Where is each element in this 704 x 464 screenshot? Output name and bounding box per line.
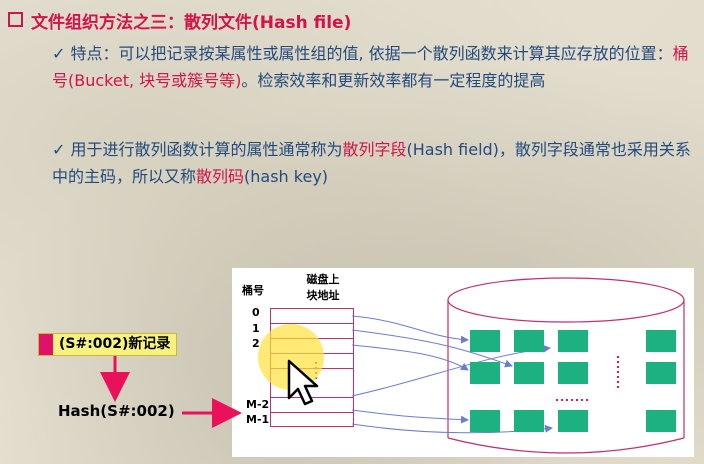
connector-line [351,329,513,368]
bullet-features: ✓ 特点：可以把记录按某属性或属性组的值, 依据一个散列函数来计算其应存放的位置… [52,40,692,94]
checkbox-square-icon [8,12,23,27]
table-row [271,397,353,398]
cylinder-bottom [447,437,685,454]
disk-address-line1: 磁盘上 [306,273,340,286]
bullet-highlight: 散列字段 [342,140,407,159]
check-icon: ✓ [52,140,66,159]
bucket-index: 1 [252,322,260,335]
bucket-index: M-2 [246,398,270,411]
bullet-text: 特点：可以把记录按某属性或属性组的值, 依据一个散列函数来计算其应存放的位置： [65,44,673,63]
disk-block [646,330,676,352]
disk-block [514,410,544,432]
disk-block [514,362,544,384]
bucket-index: M-1 [246,413,270,426]
disk-address-label: 磁盘上 块地址 [288,272,358,304]
disk-block [558,410,588,432]
new-record-box: (S#:002)新记录 [38,333,178,356]
disk-block [646,410,676,432]
bullet-text: 用于进行散列函数计算的属性通常称为 [65,140,343,159]
check-icon: ✓ [52,44,66,63]
bullet-hash-field: ✓ 用于进行散列函数计算的属性通常称为散列字段(Hash field)，散列字段… [52,136,692,190]
disk-address-line2: 块地址 [306,289,340,302]
connector-line [351,315,469,344]
bullet-text: (hash key) [244,167,329,186]
record-label: (S#:002)新记录 [59,336,171,352]
disk-cylinder-graphic [315,277,685,454]
cylinder-top [447,277,685,323]
bullet-highlight: 桶号(Bucket, 块号或簇号等) [52,44,689,90]
record-marker [39,334,53,355]
disk-block [558,362,588,384]
disk-block [470,330,500,352]
slide-heading: 文件组织方法之三：散列文件(Hash file) [8,8,351,33]
hash-function-label: Hash(S#:002) [58,402,175,420]
bucket-index: 0 [252,306,260,319]
bucket-number-label: 桶号 [242,284,264,297]
disk-block [470,410,500,432]
disk-block [514,330,544,352]
table-row [271,323,353,324]
heading-text: 文件组织方法之三：散列文件(Hash file) [31,13,352,33]
disk-block [646,362,676,384]
bucket-index: 2 [252,337,260,350]
connector-line [351,409,469,424]
disk-block [558,330,588,352]
bullet-text: 。检索效率和更新效率都有一定程度的提高 [241,71,546,90]
disk-block [470,362,500,384]
bullet-text: (Hash field)，散列字段通常也采用关系中的主码，所以又称 [52,140,691,186]
disk-block-group [470,330,676,432]
bullet-highlight: 散列码 [196,167,245,186]
connector-line [351,344,469,371]
pointer-cursor-icon [287,359,319,406]
table-row [271,412,353,413]
